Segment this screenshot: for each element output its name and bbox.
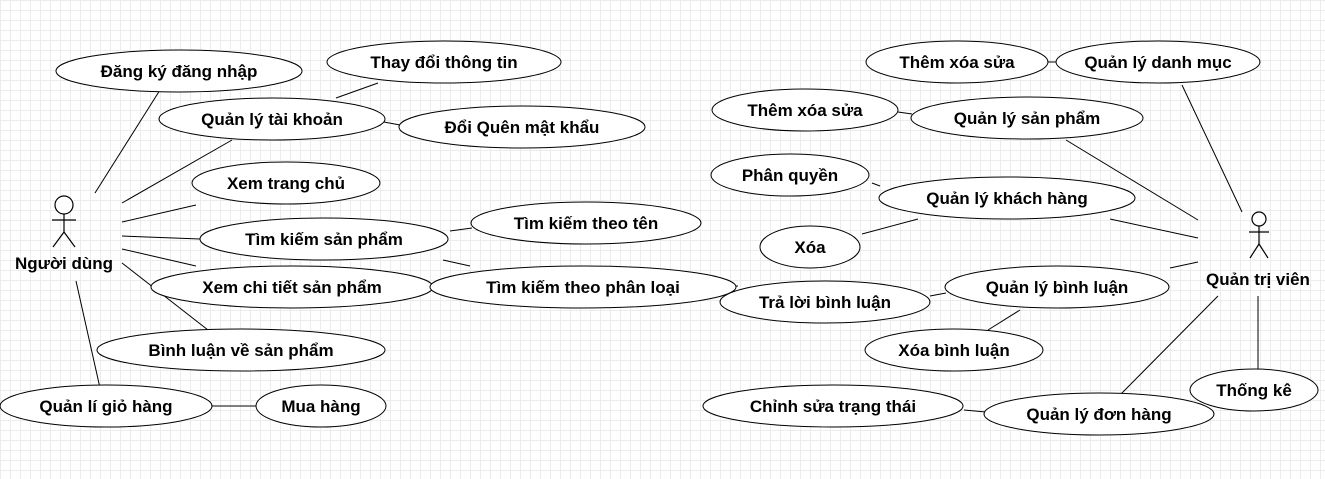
- use-case-label: Xem chi tiết sản phẩm: [202, 278, 382, 297]
- use-case-tim-kiem-theo-ten[interactable]: Tìm kiếm theo tên: [470, 201, 702, 245]
- assoc-phan-quyen-ql-kh: [871, 182, 881, 187]
- use-case-label: Quản lý bình luận: [986, 278, 1129, 297]
- use-case-label: Thay đổi thông tin: [370, 53, 517, 72]
- use-case-label: Quản lý danh mục: [1084, 53, 1231, 72]
- user-stick-figure-icon: [52, 195, 76, 248]
- use-case-label: Quản lý sản phẩm: [954, 109, 1100, 128]
- use-case-doi-quen-mat-khau[interactable]: Đổi Quên mật khẩu: [398, 105, 646, 149]
- assoc-tra-loi-ql-bl: [929, 292, 947, 297]
- use-case-label: Xem trang chủ: [227, 174, 345, 193]
- use-case-thay-doi-thong-tin[interactable]: Thay đổi thông tin: [326, 40, 562, 84]
- use-case-xem-chi-tiet-san-pham[interactable]: Xem chi tiết sản phẩm: [150, 265, 434, 309]
- associations: [75, 61, 1259, 413]
- use-case-quan-ly-san-pham[interactable]: Quản lý sản phẩm: [910, 96, 1144, 140]
- use-case-label: Xóa: [794, 238, 826, 257]
- use-case-label: Bình luận về sản phẩm: [148, 341, 333, 360]
- use-case-quan-ly-danh-muc[interactable]: Quản lý danh mục: [1055, 40, 1261, 84]
- actor-admin[interactable]: Quản trị viên: [1206, 211, 1310, 289]
- use-case-tra-loi-binh-luan[interactable]: Trả lời bình luận: [719, 280, 931, 324]
- use-case-label: Xóa bình luận: [898, 341, 1009, 360]
- use-case-label: Tìm kiếm theo tên: [514, 214, 659, 233]
- use-case-label: Quản lý tài khoản: [201, 110, 343, 129]
- use-case-label: Quản lí giỏ hàng: [39, 397, 172, 416]
- use-case-label: Chỉnh sửa trạng thái: [750, 397, 916, 416]
- assoc-user-trang-chu: [121, 204, 197, 223]
- use-case-label: Đổi Quên mật khẩu: [445, 118, 600, 137]
- assoc-admin-ql-dh: [1119, 295, 1219, 396]
- use-case-mua-hang[interactable]: Mua hàng: [255, 384, 387, 428]
- use-case-label: Tìm kiếm sản phẩm: [245, 230, 403, 249]
- use-case-label: Thêm xóa sửa: [899, 53, 1015, 72]
- use-case-thong-ke[interactable]: Thống kê: [1189, 368, 1319, 412]
- use-case-tim-kiem-theo-phan-loai[interactable]: Tìm kiếm theo phân loại: [429, 265, 737, 309]
- use-case-label: Đăng ký đăng nhập: [101, 62, 258, 81]
- use-case-tim-kiem-san-pham[interactable]: Tìm kiếm sản phẩm: [199, 217, 449, 261]
- use-case-label: Thêm xóa sửa: [747, 101, 863, 120]
- actor-admin-label: Quản trị viên: [1206, 270, 1310, 289]
- assoc-tim-sp-tim-pl: [442, 259, 471, 267]
- use-case-label: Trả lời bình luận: [759, 293, 891, 312]
- use-case-label: Mua hàng: [281, 397, 360, 416]
- use-case-phan-quyen[interactable]: Phân quyền: [710, 153, 870, 197]
- use-case-xoa[interactable]: Xóa: [759, 225, 861, 269]
- assoc-user-gio-hang: [75, 280, 101, 389]
- use-case-label: Quản lý đơn hàng: [1026, 405, 1171, 424]
- assoc-admin-ql-dm: [1181, 84, 1243, 213]
- assoc-admin-ql-bl: [1169, 261, 1199, 269]
- use-case-quan-ly-khach-hang[interactable]: Quản lý khách hàng: [878, 176, 1136, 220]
- assoc-user-quan-ly-tk: [121, 139, 233, 204]
- assoc-them-sp-ql-sp: [897, 111, 913, 115]
- use-case-quan-li-gio-hang[interactable]: Quản lí giỏ hàng: [0, 384, 213, 428]
- use-case-chinh-sua-trang-thai[interactable]: Chỉnh sửa trạng thái: [702, 384, 964, 428]
- assoc-chinh-sua-ql-dh: [963, 409, 987, 413]
- assoc-admin-ql-kh: [1109, 218, 1199, 239]
- admin-stick-figure-icon: [1249, 211, 1269, 259]
- use-case-them-xoa-sua-san-pham[interactable]: Thêm xóa sửa: [711, 88, 899, 132]
- assoc-user-tim-sp: [121, 235, 201, 240]
- use-case-them-xoa-sua-danh-muc[interactable]: Thêm xóa sửa: [865, 40, 1049, 84]
- use-case-label: Thống kê: [1216, 381, 1292, 400]
- assoc-quan-ly-tk-thay-doi: [335, 82, 379, 99]
- use-case-quan-ly-don-hang[interactable]: Quản lý đơn hàng: [983, 392, 1215, 436]
- use-case-label: Quản lý khách hàng: [926, 189, 1088, 208]
- use-case-xem-trang-chu[interactable]: Xem trang chủ: [191, 161, 381, 205]
- use-case-xoa-binh-luan[interactable]: Xóa bình luận: [864, 328, 1044, 372]
- use-case-binh-luan-ve-san-pham[interactable]: Bình luận về sản phẩm: [96, 328, 386, 372]
- use-case-label: Phân quyền: [742, 166, 838, 185]
- actor-user-label: Người dùng: [15, 254, 113, 273]
- use-case-dang-ky-dang-nhap[interactable]: Đăng ký đăng nhập: [55, 49, 303, 93]
- use-case-quan-ly-tai-khoan[interactable]: Quản lý tài khoản: [158, 97, 386, 141]
- assoc-user-chi-tiet: [121, 248, 197, 267]
- assoc-xoa-ql-kh: [861, 218, 919, 235]
- use-case-quan-ly-binh-luan[interactable]: Quản lý bình luận: [944, 265, 1170, 309]
- assoc-admin-ql-sp: [1065, 139, 1199, 221]
- assoc-quan-ly-tk-doi-mk: [383, 121, 401, 126]
- assoc-ql-bl-xoa-bl: [987, 309, 1021, 331]
- assoc-user-dang-ky: [94, 89, 161, 194]
- actor-user[interactable]: Người dùng: [15, 195, 113, 273]
- assoc-tim-sp-tim-ten: [449, 227, 473, 232]
- use-case-label: Tìm kiếm theo phân loại: [486, 278, 680, 297]
